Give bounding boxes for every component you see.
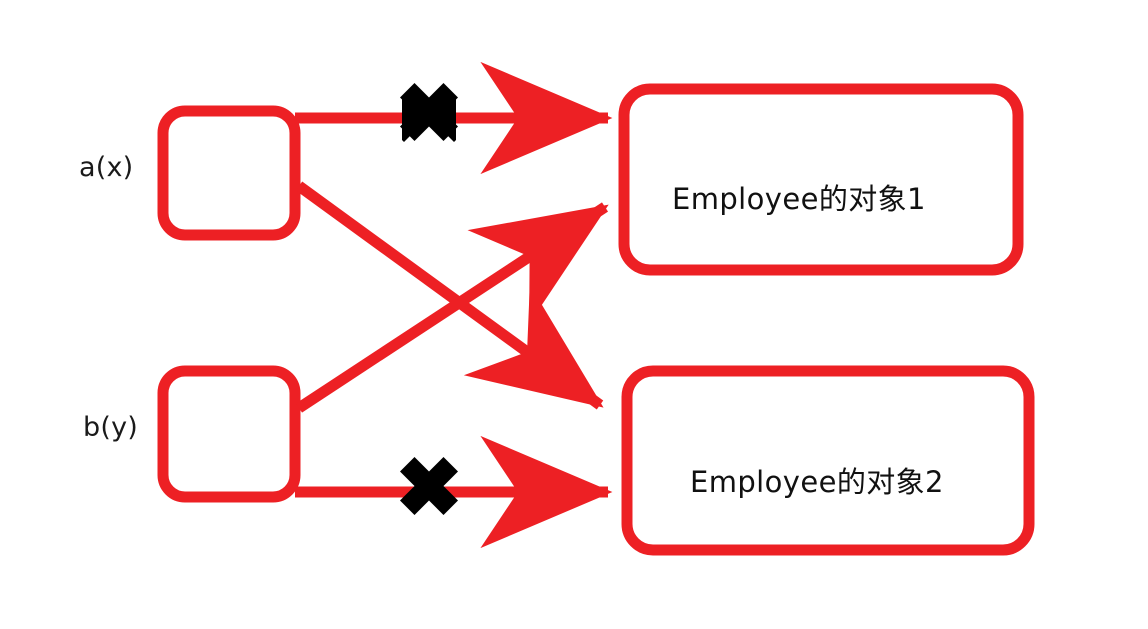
source-label-a: a(x) xyxy=(79,152,134,183)
cross-mark-bottom xyxy=(400,457,458,515)
cross-mark-top xyxy=(400,83,458,142)
edge-b-to-object1[interactable] xyxy=(295,202,609,413)
target-label-2: Employee的对象2 xyxy=(690,465,944,499)
source-label-b: b(y) xyxy=(83,412,138,443)
target-label-1: Employee的对象1 xyxy=(672,182,926,216)
source-box-b[interactable] xyxy=(157,365,301,503)
target-box-2[interactable] xyxy=(621,365,1035,556)
target-box-1[interactable] xyxy=(618,83,1024,276)
source-box-a[interactable] xyxy=(157,105,301,241)
edge-a-to-object2[interactable] xyxy=(295,181,604,410)
